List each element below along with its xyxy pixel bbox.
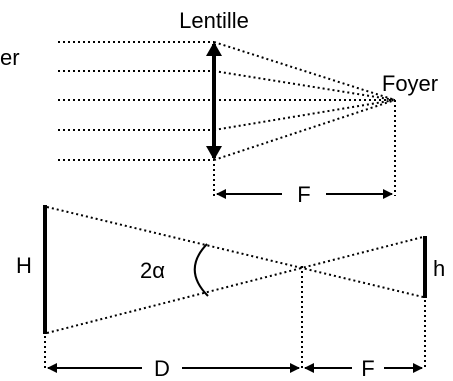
focus-label: Foyer — [382, 71, 438, 96]
converging-ray-2 — [213, 70, 396, 101]
converging-rays — [213, 41, 396, 161]
angle-label: 2α — [140, 258, 165, 283]
incoming-parallel-rays — [58, 41, 214, 161]
lens-label: Lentille — [179, 8, 249, 33]
converging-ray-4 — [213, 99, 396, 131]
object-height-label: H — [16, 253, 32, 278]
focal-length-label-bottom: F — [361, 356, 374, 381]
focal-length-label-top: F — [297, 182, 310, 207]
image-height-label: h — [433, 256, 445, 281]
crossing-ray-upper — [46, 206, 424, 298]
distance-label: D — [154, 356, 170, 381]
crossing-ray-lower — [46, 236, 424, 334]
partial-left-label: er — [0, 45, 20, 70]
converging-ray-5 — [213, 99, 396, 161]
angle-arc — [193, 243, 209, 297]
converging-ray-1 — [213, 41, 396, 101]
